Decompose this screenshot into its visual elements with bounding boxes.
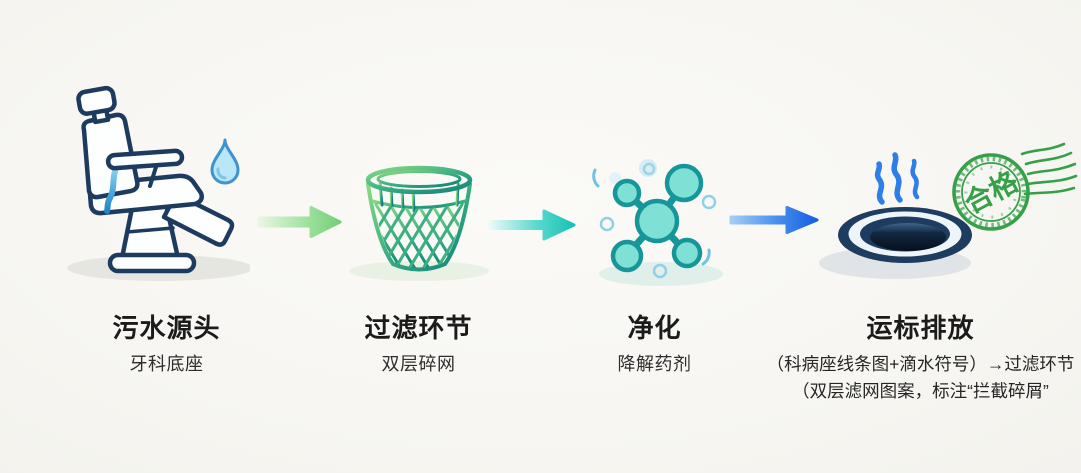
stage-2-title: 过滤环节 <box>364 313 473 343</box>
water-streak <box>104 163 120 214</box>
stage-3-subtitle: 降解药剂 <box>617 354 692 374</box>
stage-2-label: 过滤环节 双层碎网 <box>311 312 526 376</box>
stage-3-title: 净化 <box>627 313 682 343</box>
water-drop-icon <box>210 138 240 185</box>
arrow-green-icon <box>257 206 342 238</box>
arrow-teal-icon <box>488 209 576 241</box>
bubbles <box>592 159 717 279</box>
stage-4-subtitle-line2: （双层滤网图案，标注“拦截碎屑” <box>792 381 1049 401</box>
stage-1-subtitle: 牙科底座 <box>129 354 204 374</box>
molecule-icon <box>592 159 723 286</box>
stage-4-subtitle-line1: （科病座线条图+滴水符号）→过滤环节 <box>766 354 1075 374</box>
stage-3-label: 净化 降解药剂 <box>547 312 762 376</box>
stage-1-title: 污水源头 <box>112 313 221 343</box>
dental-chair-icon <box>67 85 250 281</box>
drain-icon <box>819 152 972 279</box>
stage-4-label: 运标排放 （科病座线条图+滴水符号）→过滤环节 （双层滤网图案，标注“拦截碎屑” <box>760 312 1081 405</box>
steam-icon <box>874 152 920 205</box>
stage-4-title: 运标排放 <box>866 313 975 343</box>
qualified-stamp-icon: 合格 <box>952 142 1078 231</box>
mesh-basket-icon <box>349 165 489 281</box>
stage-2-subtitle: 双层碎网 <box>381 354 456 374</box>
arrow-blue-icon <box>729 206 819 234</box>
postmark-lines <box>1020 142 1078 196</box>
stage-1-label: 污水源头 牙科底座 <box>59 312 274 376</box>
